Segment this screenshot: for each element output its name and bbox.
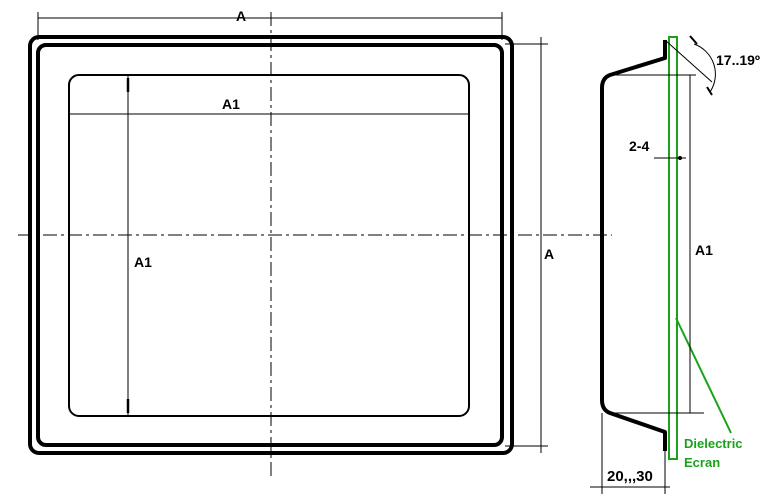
angle-arc-tick-bottom — [706, 86, 713, 96]
front-view: A A1 A1 A — [18, 8, 612, 478]
screen-label-line2: Ecran — [684, 455, 720, 470]
angle-arc-tick-top — [689, 35, 698, 45]
dimension-dot-gap — [678, 156, 682, 160]
dimension-label-angle: 17..19º — [716, 52, 760, 68]
dielectric-screen — [668, 36, 678, 460]
dimension-label-side-a1: A1 — [695, 242, 713, 258]
dimension-label-gap: 2-4 — [629, 138, 649, 154]
inner-window — [68, 74, 470, 417]
angle-reference-line — [664, 39, 713, 83]
side-view: Dielectric Ecran A1 2-4 17..19º 20,,,30 — [590, 35, 760, 494]
dimension-label-a1-width: A1 — [222, 96, 240, 112]
dimension-label-a1-height: A1 — [134, 254, 152, 270]
dimension-label-a-height: A — [544, 246, 554, 262]
angle-arc — [693, 43, 716, 93]
screen-label-line1: Dielectric — [684, 436, 743, 451]
frame-inner-border — [36, 43, 504, 447]
dimension-label-a-top: A — [236, 8, 246, 24]
tray-profile — [600, 40, 667, 451]
dimension-label-depth: 20,,,30 — [607, 468, 653, 485]
screen-leader-line — [675, 317, 732, 434]
